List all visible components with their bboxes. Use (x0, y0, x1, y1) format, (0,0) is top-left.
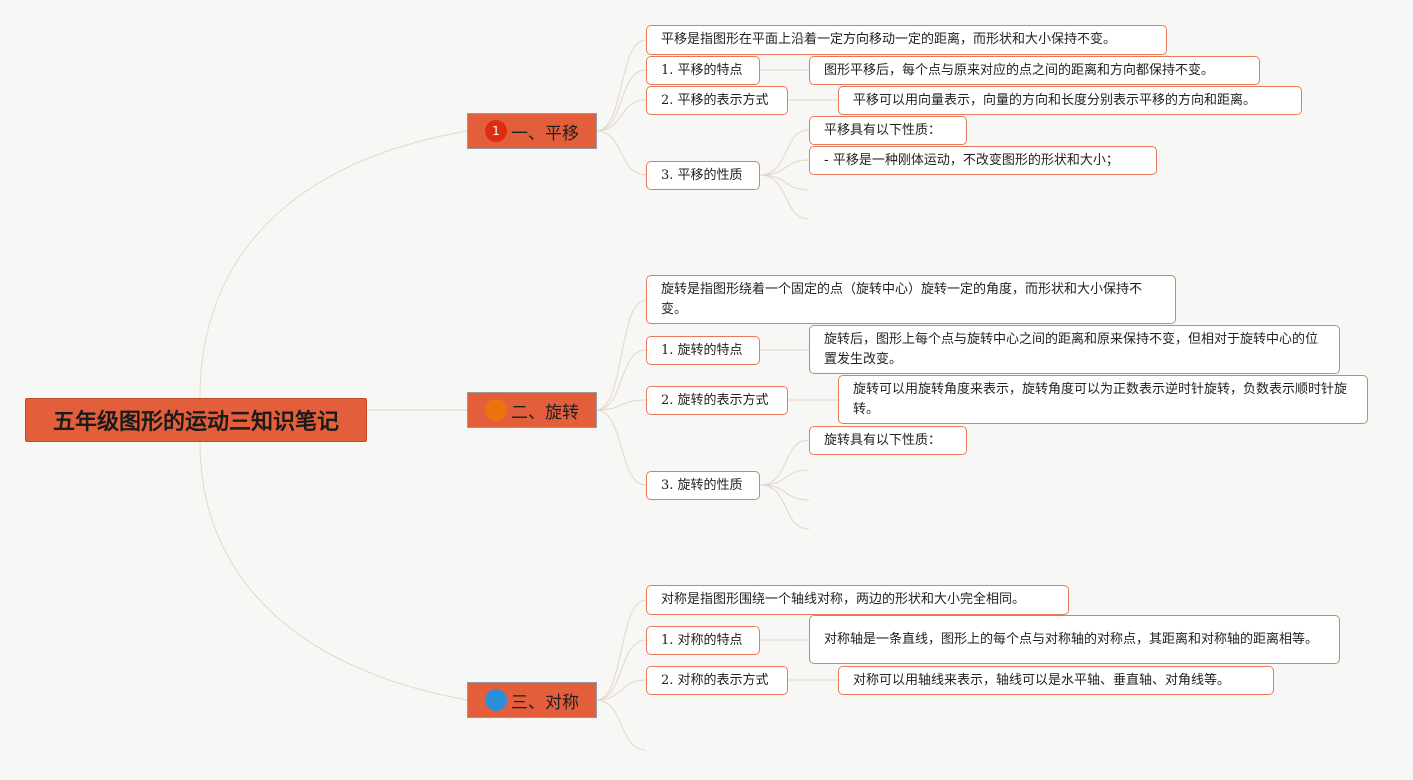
translation-property[interactable]: 3. 平移的性质 (646, 161, 760, 190)
rotation-feature-detail[interactable]: 旋转后，图形上每个点与旋转中心之间的距离和原来保持不变，但相对于旋转中心的位置发… (809, 325, 1340, 374)
symmetry-feature[interactable]: 1. 对称的特点 (646, 626, 760, 655)
branch-label: 二、旋转 (511, 402, 579, 423)
symmetry-representation-detail[interactable]: 对称可以用轴线来表示，轴线可以是水平轴、垂直轴、对角线等。 (838, 666, 1274, 695)
root-topic[interactable]: 五年级图形的运动三知识笔记 (25, 398, 367, 442)
node-text: 对称是指图形围绕一个轴线对称，两边的形状和大小完全相同。 (661, 592, 1026, 607)
branch-label: 三、对称 (511, 692, 579, 713)
symmetry-definition[interactable]: 对称是指图形围绕一个轴线对称，两边的形状和大小完全相同。 (646, 585, 1069, 615)
branch-label: 一、平移 (511, 123, 579, 144)
rotation-representation-detail[interactable]: 旋转可以用旋转角度来表示，旋转角度可以为正数表示逆时针旋转，负数表示顺时针旋转。 (838, 375, 1368, 424)
node-text: 旋转后，图形上每个点与旋转中心之间的距离和原来保持不变，但相对于旋转中心的位置发… (824, 331, 1319, 367)
number-badge-icon (485, 689, 507, 711)
node-text: 旋转可以用旋转角度来表示，旋转角度可以为正数表示逆时针旋转，负数表示顺时针旋转。 (853, 381, 1348, 417)
number-badge-icon (485, 399, 507, 421)
branch-translation[interactable]: 1 一、平移 (467, 113, 597, 149)
root-title: 五年级图形的运动三知识笔记 (52, 410, 339, 435)
node-text: 3. 平移的性质 (661, 167, 743, 183)
translation-property-detail-2[interactable]: - 平移是一种刚体运动，不改变图形的形状和大小； (809, 146, 1157, 175)
node-text: 对称可以用轴线来表示，轴线可以是水平轴、垂直轴、对角线等。 (853, 672, 1231, 688)
branch-symmetry[interactable]: 三、对称 (467, 682, 597, 718)
node-text: 对称轴是一条直线，图形上的每个点与对称轴的对称点，其距离和对称轴的距离相等。 (824, 631, 1319, 647)
node-text: - 平移是一种刚体运动，不改变图形的形状和大小； (824, 152, 1119, 168)
rotation-definition[interactable]: 旋转是指图形绕着一个固定的点（旋转中心）旋转一定的角度，而形状和大小保持不变。 (646, 275, 1176, 324)
node-text: 1. 对称的特点 (661, 632, 743, 648)
node-text: 图形平移后，每个点与原来对应的点之间的距离和方向都保持不变。 (824, 62, 1215, 78)
node-text: 旋转是指图形绕着一个固定的点（旋转中心）旋转一定的角度，而形状和大小保持不变。 (661, 281, 1143, 317)
node-text: 2. 平移的表示方式 (661, 92, 769, 108)
node-text: 1. 平移的特点 (661, 62, 743, 78)
branch-rotation[interactable]: 二、旋转 (467, 392, 597, 428)
rotation-representation[interactable]: 2. 旋转的表示方式 (646, 386, 788, 415)
rotation-property[interactable]: 3. 旋转的性质 (646, 471, 760, 500)
symmetry-feature-detail[interactable]: 对称轴是一条直线，图形上的每个点与对称轴的对称点，其距离和对称轴的距离相等。 (809, 615, 1340, 664)
translation-representation-detail[interactable]: 平移可以用向量表示，向量的方向和长度分别表示平移的方向和距离。 (838, 86, 1302, 115)
node-text: 2. 旋转的表示方式 (661, 392, 769, 408)
symmetry-representation[interactable]: 2. 对称的表示方式 (646, 666, 788, 695)
number-badge-icon: 1 (485, 120, 507, 142)
translation-definition[interactable]: 平移是指图形在平面上沿着一定方向移动一定的距离，而形状和大小保持不变。 (646, 25, 1167, 55)
translation-feature[interactable]: 1. 平移的特点 (646, 56, 760, 85)
rotation-feature[interactable]: 1. 旋转的特点 (646, 336, 760, 365)
translation-property-detail-1[interactable]: 平移具有以下性质： (809, 116, 967, 145)
node-text: 2. 对称的表示方式 (661, 672, 769, 688)
node-text: 平移具有以下性质： (824, 122, 942, 138)
translation-representation[interactable]: 2. 平移的表示方式 (646, 86, 788, 115)
node-text: 平移可以用向量表示，向量的方向和长度分别表示平移的方向和距离。 (853, 92, 1257, 108)
node-text: 旋转具有以下性质： (824, 432, 942, 448)
rotation-property-detail-1[interactable]: 旋转具有以下性质： (809, 426, 967, 455)
translation-feature-detail[interactable]: 图形平移后，每个点与原来对应的点之间的距离和方向都保持不变。 (809, 56, 1260, 85)
node-text: 平移是指图形在平面上沿着一定方向移动一定的距离，而形状和大小保持不变。 (661, 32, 1117, 47)
node-text: 1. 旋转的特点 (661, 342, 743, 358)
node-text: 3. 旋转的性质 (661, 477, 743, 493)
